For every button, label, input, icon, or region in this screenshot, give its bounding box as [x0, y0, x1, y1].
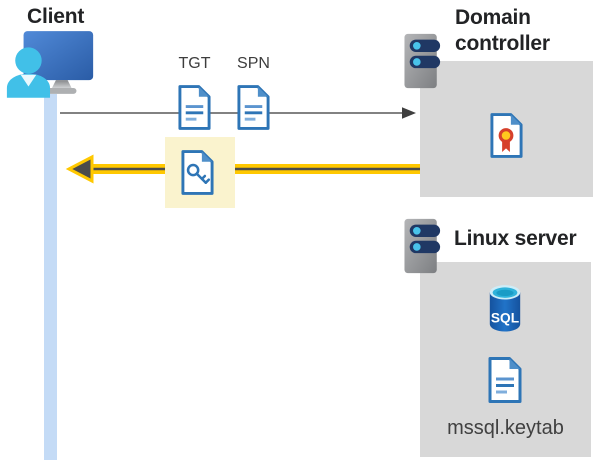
client-label: Client: [27, 5, 85, 28]
linux-server-server-icon: [404, 218, 441, 274]
key-document-icon: [181, 150, 214, 195]
sql-label: SQL: [491, 311, 519, 326]
keytab-document-icon: [488, 357, 522, 403]
client-computer-icon: [6, 31, 94, 98]
sql-database-icon: SQL: [489, 285, 521, 332]
linux-server-label: Linux server: [454, 227, 577, 250]
request-arrow: [60, 107, 416, 119]
user-icon: [6, 47, 51, 98]
certificate-icon: [490, 113, 523, 158]
domain-controller-label: Domain controller: [455, 6, 550, 56]
client-lifeline-bar: [44, 94, 57, 460]
keytab-file-label: mssql.keytab: [447, 417, 564, 439]
tgt-document-icon: [178, 85, 211, 130]
spn-label: SPN: [237, 55, 270, 72]
monitor-icon: [23, 31, 94, 94]
key-glyph: [186, 163, 211, 184]
spn-document-icon: [237, 85, 270, 130]
domain-controller-server-icon: [404, 33, 441, 89]
tgt-label: TGT: [178, 55, 211, 72]
response-arrow: [65, 154, 420, 184]
